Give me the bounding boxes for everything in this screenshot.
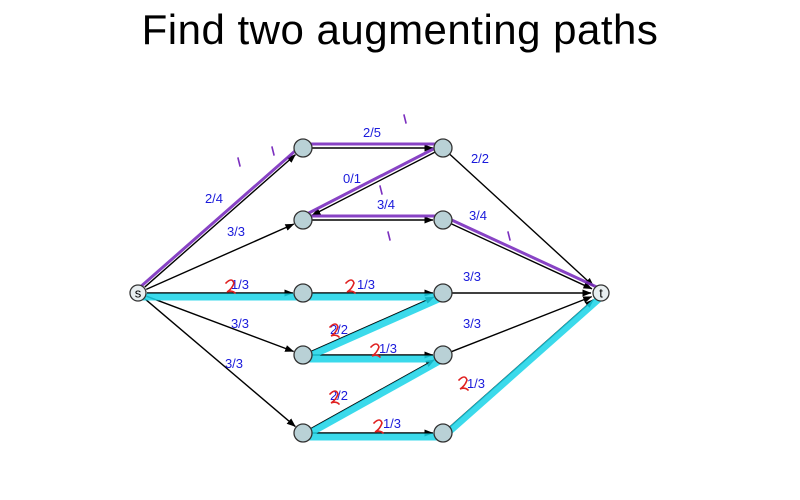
purple-path-layer — [136, 142, 603, 291]
correction-mark — [373, 419, 384, 434]
node-circle-b1 — [433, 138, 453, 158]
correction-mark — [345, 279, 356, 294]
node-label-t: t — [599, 286, 603, 301]
correction-mark — [225, 279, 236, 294]
node-b5 — [433, 423, 453, 443]
node-circle-a1 — [293, 138, 313, 158]
node-circle-a3 — [293, 283, 313, 303]
node-t: t — [592, 284, 610, 302]
edge-a4-b3 — [310, 296, 435, 352]
edge-s-a1 — [144, 154, 296, 288]
edge-label-s-a4: 3/3 — [231, 316, 249, 331]
tick-mark — [507, 231, 511, 241]
correction-mark — [329, 323, 340, 338]
node-circle-b3 — [433, 283, 453, 303]
node-circle-b5 — [433, 423, 453, 443]
cyan-path-layer — [134, 293, 605, 441]
edge-label-s-a5: 3/3 — [225, 356, 243, 371]
correction-mark — [458, 376, 469, 391]
edge-label-a5-b5: 1/3 — [383, 416, 401, 431]
edge-label-s-a3: 1/3 — [231, 277, 249, 292]
edge-b4-t — [451, 296, 593, 353]
node-a1 — [293, 138, 313, 158]
edge-label-a5-b4: 2/2 — [330, 388, 348, 403]
tick-mark — [271, 146, 275, 156]
capacity-labels-layer: 2/43/31/33/33/32/50/13/41/32/21/32/21/32… — [205, 125, 489, 431]
edge-label-a1-b1: 2/5 — [363, 125, 381, 140]
edge-label-a3-b3: 1/3 — [357, 277, 375, 292]
node-a5 — [293, 423, 313, 443]
node-b3 — [433, 283, 453, 303]
edge-label-b2-t: 3/4 — [469, 208, 487, 223]
node-b4 — [433, 345, 453, 365]
annotation-marks-layer — [225, 114, 511, 434]
tick-mark — [237, 157, 241, 167]
edge-label-b5-t: 1/3 — [467, 376, 485, 391]
tick-mark — [379, 185, 383, 195]
edge-label-b1-t: 2/2 — [471, 151, 489, 166]
edge-s-a5 — [144, 298, 296, 428]
node-circle-a5 — [293, 423, 313, 443]
node-s: s — [129, 284, 147, 302]
edge-s-a2 — [145, 223, 295, 290]
node-circle-b4 — [433, 345, 453, 365]
edge-label-s-a2: 3/3 — [227, 224, 245, 239]
edge-label-b3-t: 3/3 — [463, 269, 481, 284]
edge-b1-t — [449, 153, 595, 287]
correction-mark — [329, 390, 340, 405]
node-circle-b2 — [433, 210, 453, 230]
node-circle-a2 — [293, 210, 313, 230]
augmenting-path-cyan — [134, 293, 605, 441]
correction-mark — [370, 343, 381, 358]
node-circle-s — [129, 284, 147, 302]
node-circle-a4 — [293, 345, 313, 365]
edge-b2-t — [450, 223, 593, 290]
node-a4 — [293, 345, 313, 365]
edge-label-a4-b4: 1/3 — [379, 341, 397, 356]
node-a2 — [293, 210, 313, 230]
node-a3 — [293, 283, 313, 303]
edge-b1-a2 — [311, 151, 436, 217]
edge-label-a2-b2: 3/4 — [377, 197, 395, 212]
edge-label-s-a1: 2/4 — [205, 191, 223, 206]
edge-label-b4-t: 3/3 — [463, 316, 481, 331]
edge-label-b1-a2: 0/1 — [343, 171, 361, 186]
edge-s-a4 — [146, 295, 295, 353]
tick-mark — [387, 231, 391, 241]
node-b2 — [433, 210, 453, 230]
tick-mark — [403, 114, 407, 124]
node-circle-t — [592, 284, 610, 302]
slide-title: Find two augmenting paths — [141, 6, 659, 53]
node-b1 — [433, 138, 453, 158]
node-label-s: s — [135, 286, 142, 301]
augmenting-path-purple — [136, 142, 603, 291]
